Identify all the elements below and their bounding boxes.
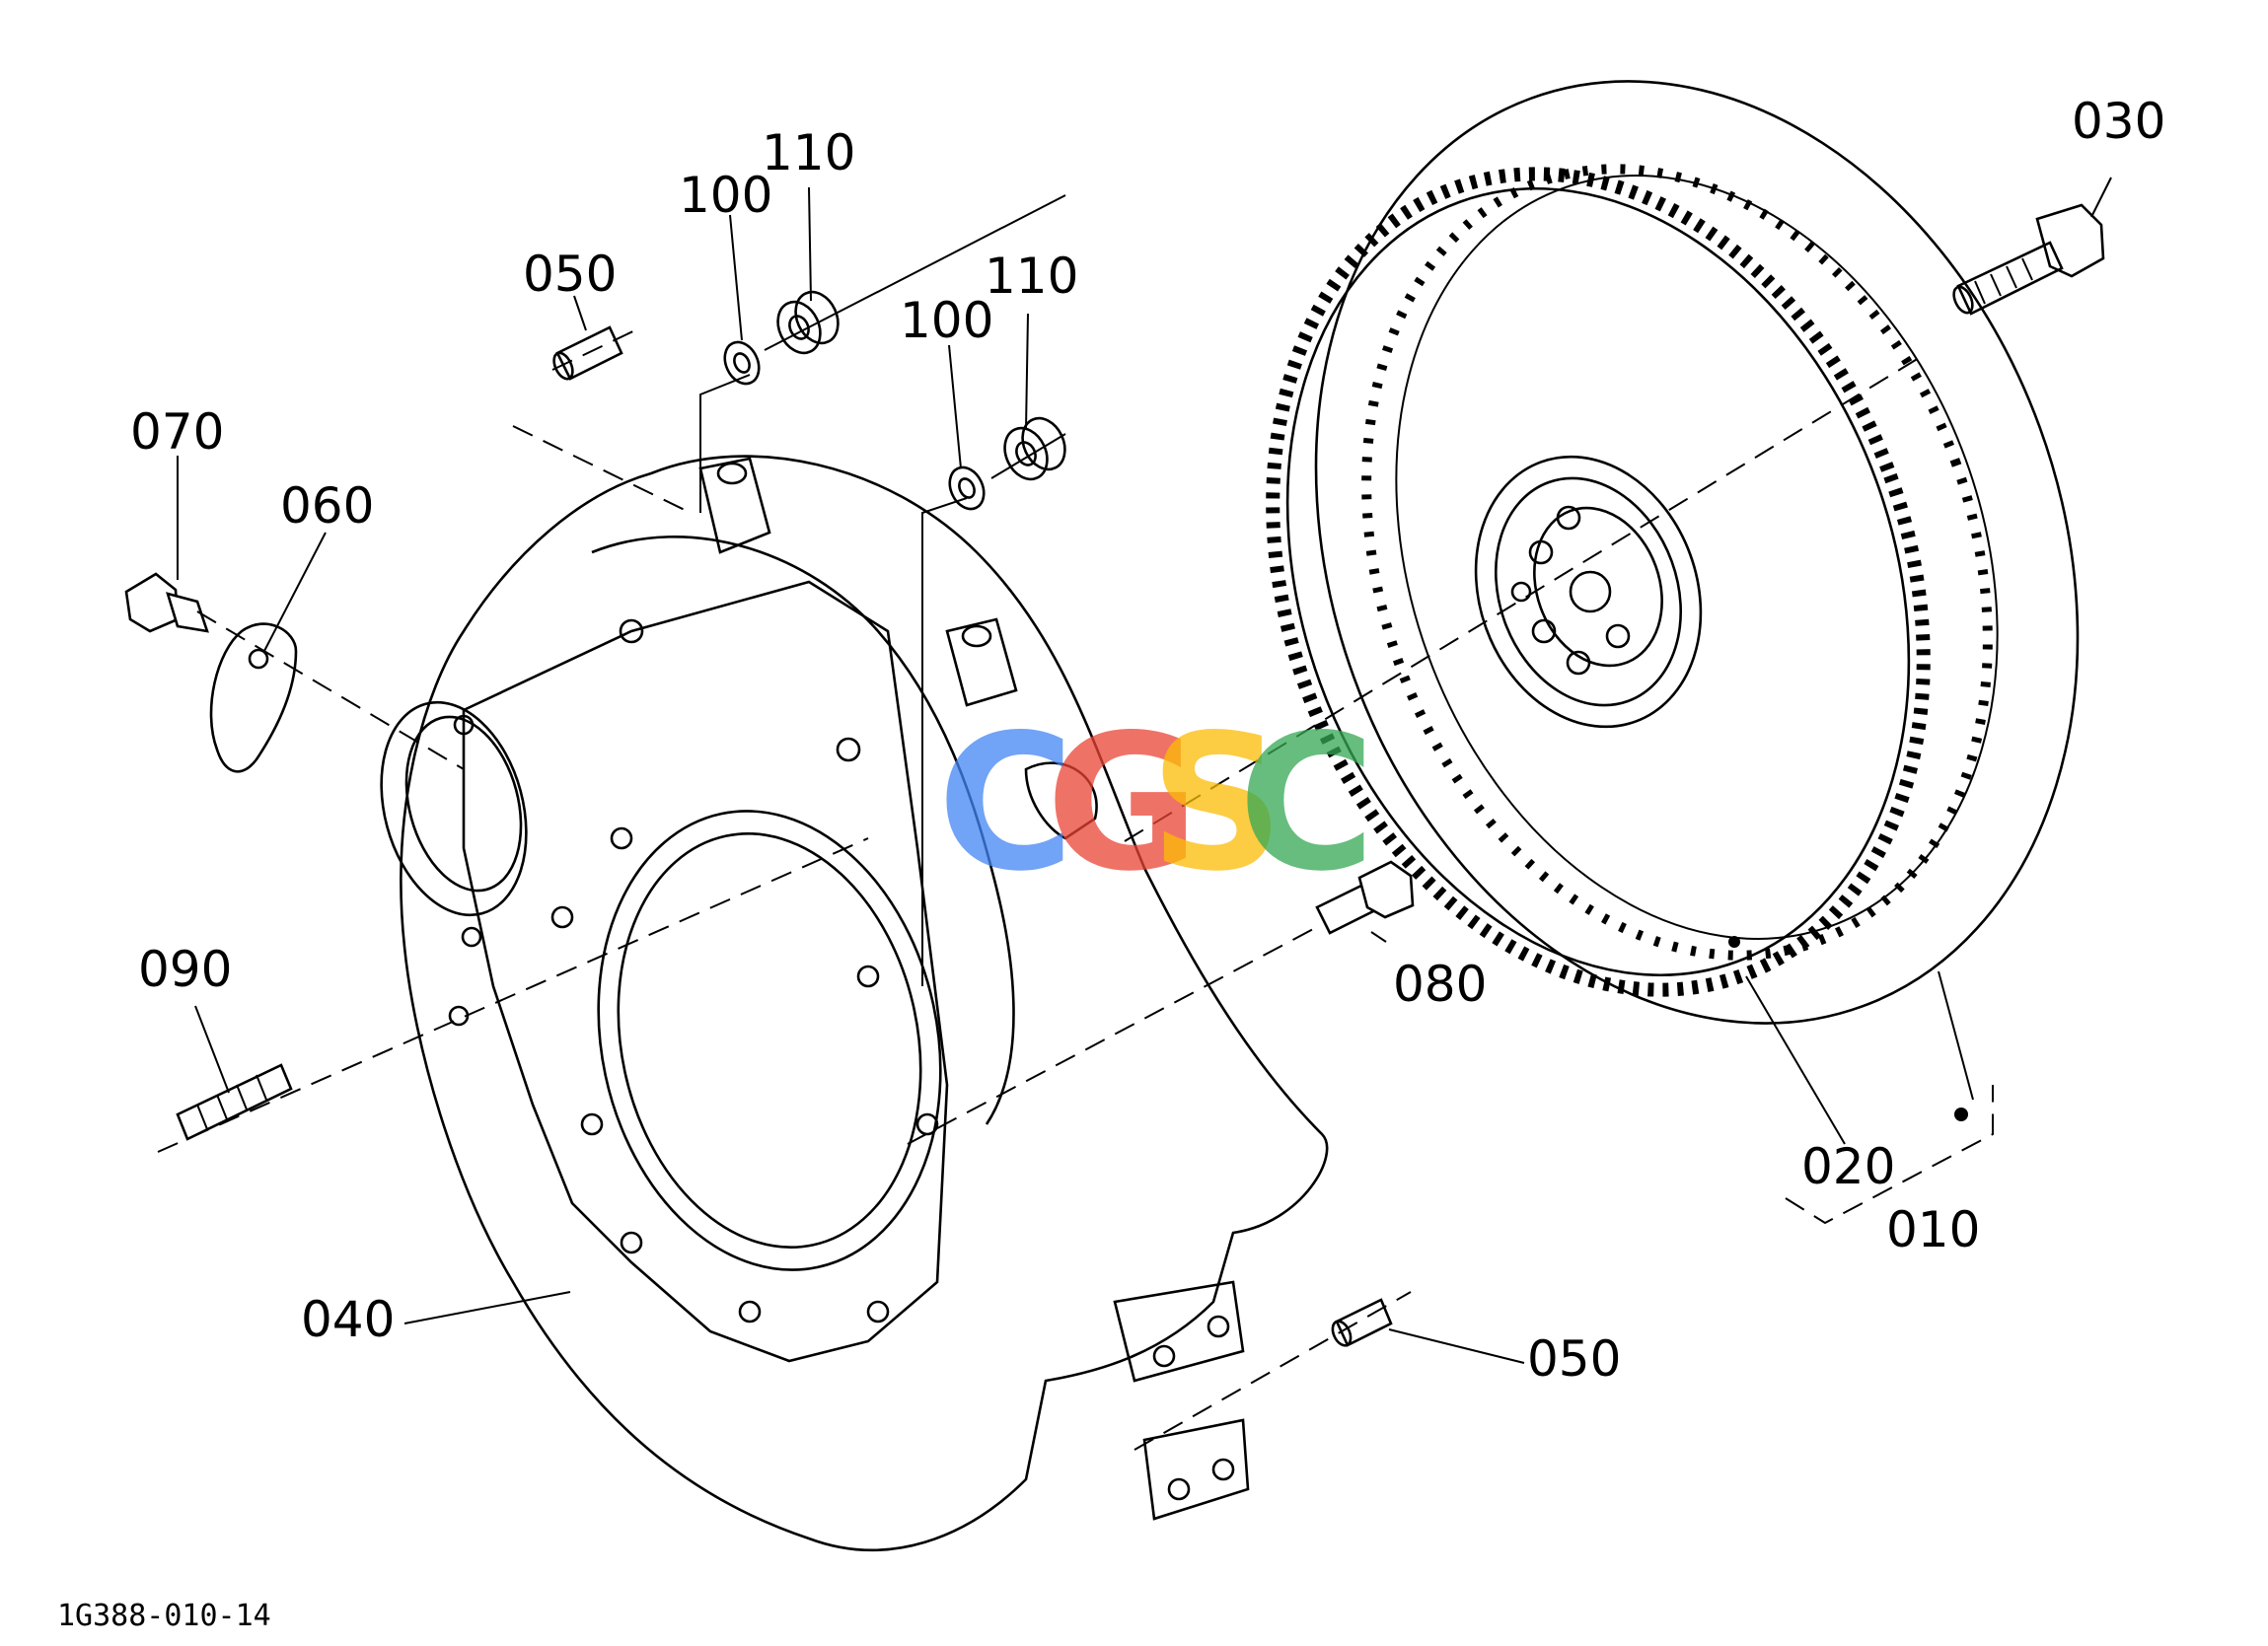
washer-100-right <box>948 465 986 511</box>
watermark-letter-2: G <box>1046 694 1200 912</box>
watermark-logo: C G S C <box>937 694 1375 912</box>
callout-labels: 030 110 100 050 110 100 070 060 080 090 … <box>130 93 2165 1388</box>
callout-010: 010 <box>1886 1201 1980 1258</box>
leader-lines <box>177 177 2112 1364</box>
assembly-lines <box>157 194 1994 1451</box>
dowel-pin-050-bottom <box>1331 1298 1393 1347</box>
watermark-letter-3: S <box>1149 694 1284 912</box>
callout-060: 060 <box>280 477 374 535</box>
nut-110-right <box>1003 416 1066 481</box>
stud-bolt-090 <box>176 1063 293 1141</box>
callout-110-left: 110 <box>762 124 855 181</box>
washer-100-left <box>723 340 761 386</box>
flywheel-housing <box>380 455 1329 1552</box>
flywheel <box>1266 80 2080 1121</box>
callout-090: 090 <box>138 941 232 998</box>
bolt-080 <box>1315 860 1415 935</box>
watermark-letter-1: C <box>937 694 1074 912</box>
callout-030: 030 <box>2072 93 2165 150</box>
callout-080: 080 <box>1393 956 1487 1013</box>
callout-100-left: 100 <box>679 167 772 224</box>
callout-100-right: 100 <box>900 292 993 349</box>
callout-050-top: 050 <box>523 246 617 303</box>
cover-plate-060 <box>209 622 298 773</box>
bolt-070 <box>124 572 209 633</box>
callout-040: 040 <box>301 1291 395 1348</box>
diagram-code: 1G388-010-14 <box>57 1599 271 1633</box>
callout-110-right: 110 <box>985 248 1078 305</box>
nut-110-left <box>776 290 840 355</box>
callout-050-bottom: 050 <box>1527 1330 1621 1388</box>
flywheel-bolt-030 <box>1952 203 2105 316</box>
callout-070: 070 <box>130 403 224 461</box>
watermark-letter-4: C <box>1238 694 1375 912</box>
callout-020: 020 <box>1801 1138 1895 1195</box>
